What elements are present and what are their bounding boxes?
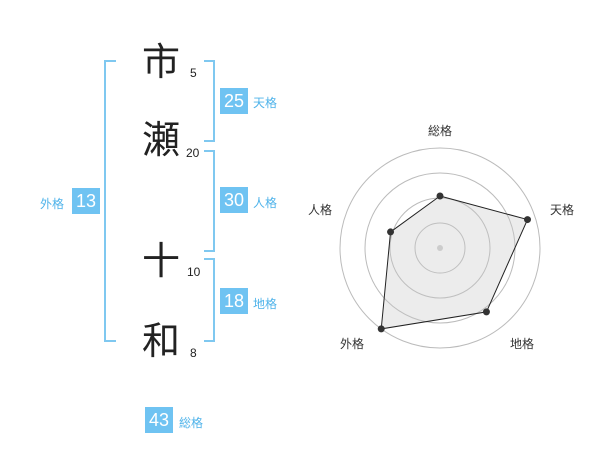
radar-ring — [339, 147, 541, 349]
name-char-4: 和 — [142, 319, 181, 363]
jinkaku-label: 人格 — [253, 196, 278, 210]
gaikaku-label: 外格 — [40, 197, 65, 211]
radar-axis-label-gaikaku: 外格 — [340, 337, 365, 351]
stroke-count-3: 10 — [187, 265, 201, 279]
radar-axis-label-jinkaku: 人格 — [308, 203, 333, 217]
soukaku-value: 43 — [145, 407, 173, 433]
jinkaku-bracket — [204, 150, 215, 252]
stroke-count-4: 8 — [190, 346, 197, 360]
stroke-count-2: 20 — [186, 146, 200, 160]
name-char-1: 市 — [142, 40, 181, 84]
gaikaku-bracket — [104, 60, 116, 342]
radar-point-4 — [377, 325, 385, 333]
radar-center-dot — [437, 245, 443, 251]
radar-point-2 — [523, 216, 531, 224]
radar-axis-label-chikaku: 地格 — [510, 337, 535, 351]
chikaku-value: 18 — [220, 288, 248, 314]
radar-axis-label-tenkaku: 天格 — [550, 203, 575, 217]
radar-axis-label-soukaku: 総格 — [428, 124, 453, 138]
jinkaku-value: 30 — [220, 187, 248, 213]
radar-point-5 — [387, 228, 395, 236]
chikaku-label: 地格 — [253, 297, 278, 311]
radar-point-1 — [436, 192, 444, 200]
radar-series-polygon — [380, 195, 529, 330]
soukaku-label: 総格 — [179, 416, 204, 430]
name-char-2: 瀬 — [142, 118, 181, 162]
chikaku-bracket — [204, 258, 215, 342]
gaikaku-value: 13 — [72, 188, 100, 214]
name-char-3: 十 — [142, 239, 181, 283]
radar-ring — [414, 222, 466, 274]
stroke-count-1: 5 — [190, 66, 197, 80]
radar-point-3 — [482, 308, 490, 316]
tenkaku-value: 25 — [220, 88, 248, 114]
tenkaku-label: 天格 — [253, 96, 278, 110]
tenkaku-bracket — [204, 60, 215, 142]
